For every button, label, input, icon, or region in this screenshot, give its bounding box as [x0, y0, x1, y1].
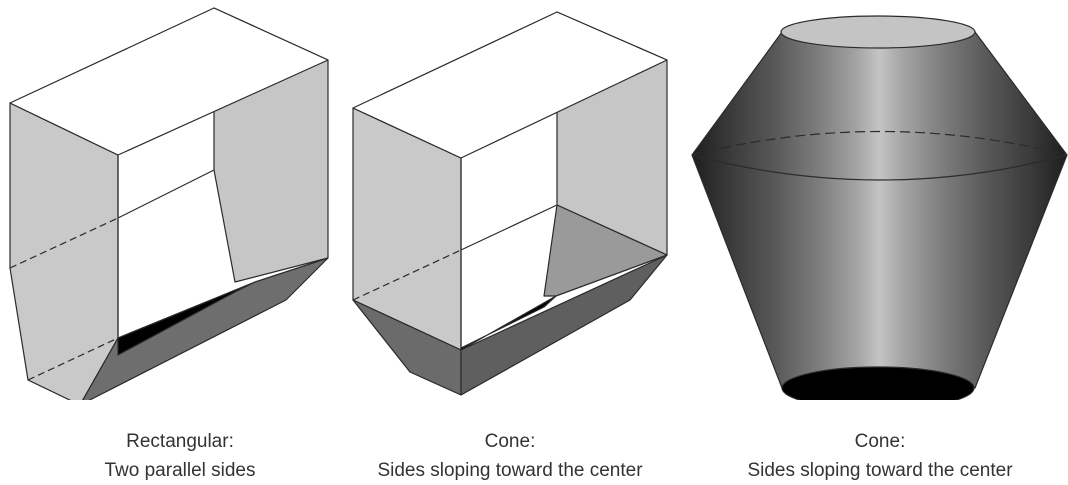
caption-text: Sides sloping toward the center [377, 460, 643, 481]
caption-cone-flat: Cone: Sides sloping toward the center [330, 427, 690, 485]
discharge-slot [117, 281, 256, 356]
caption-title: Cone: [854, 431, 906, 452]
figure-canvas [9, 7, 1068, 400]
rectangular-hopper-drawing [9, 7, 329, 400]
cone-hopper-flat-drawing [352, 11, 668, 396]
caption-text: Sides sloping toward the center [747, 460, 1013, 481]
top-rim [780, 15, 976, 49]
cone-body [691, 31, 1068, 389]
caption-title: Rectangular: [126, 431, 234, 452]
caption-title: Cone: [484, 431, 536, 452]
cone-hopper-round-drawing [691, 15, 1068, 400]
mid-rim-front [691, 154, 1068, 181]
bottom-front-slope-face [460, 254, 668, 396]
caption-text: Two parallel sides [104, 460, 256, 481]
caption-cone-round: Cone: Sides sloping toward the center [700, 427, 1060, 485]
mid-rim-back [691, 130, 1068, 156]
top-opening-face [352, 11, 668, 159]
caption-rectangular: Rectangular: Two parallel sides [0, 427, 360, 485]
top-opening-face [9, 7, 329, 156]
discharge-opening [781, 366, 975, 400]
